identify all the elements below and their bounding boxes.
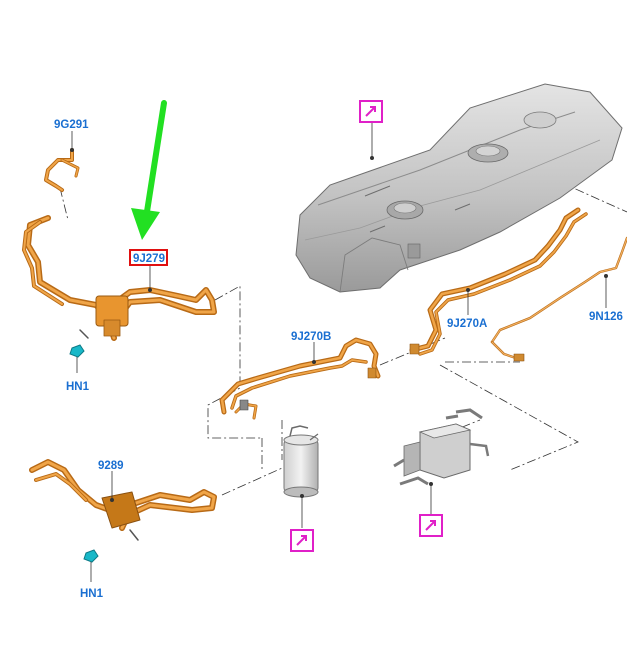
pointer-arrow (131, 100, 167, 240)
clip-hn1-bottom[interactable] (83, 549, 99, 582)
pipe-9j270a[interactable] (409, 207, 588, 356)
label-9g291[interactable]: 9G291 (54, 119, 89, 131)
pipe-9g291[interactable] (44, 148, 80, 192)
label-hn1-bottom[interactable]: HN1 (80, 588, 104, 600)
highlight-box-9j279 (129, 249, 168, 266)
link-icon[interactable] (359, 100, 383, 123)
pipe-9n126[interactable] (490, 236, 627, 362)
label-hn1-top[interactable]: HN1 (66, 381, 90, 393)
label-9j270a[interactable]: 9J270A (447, 318, 487, 330)
pipe-9289[interactable] (29, 459, 217, 541)
fuel-filter[interactable] (283, 425, 319, 498)
label-9n126[interactable]: 9N126 (589, 311, 623, 323)
link-icon[interactable] (290, 529, 314, 552)
label-9j279[interactable]: 9J279 (133, 253, 165, 265)
label-leaders (70, 123, 609, 528)
fuel-pump-module[interactable] (393, 408, 490, 486)
pipe-9j270b[interactable] (219, 337, 381, 420)
label-9289[interactable]: 9289 (98, 460, 124, 472)
clip-hn1-top[interactable] (69, 344, 85, 373)
fuel-tank[interactable] (295, 83, 623, 293)
label-9j270b[interactable]: 9J270B (291, 331, 331, 343)
pipe-9j279[interactable] (22, 215, 217, 341)
link-icon[interactable] (419, 514, 443, 537)
